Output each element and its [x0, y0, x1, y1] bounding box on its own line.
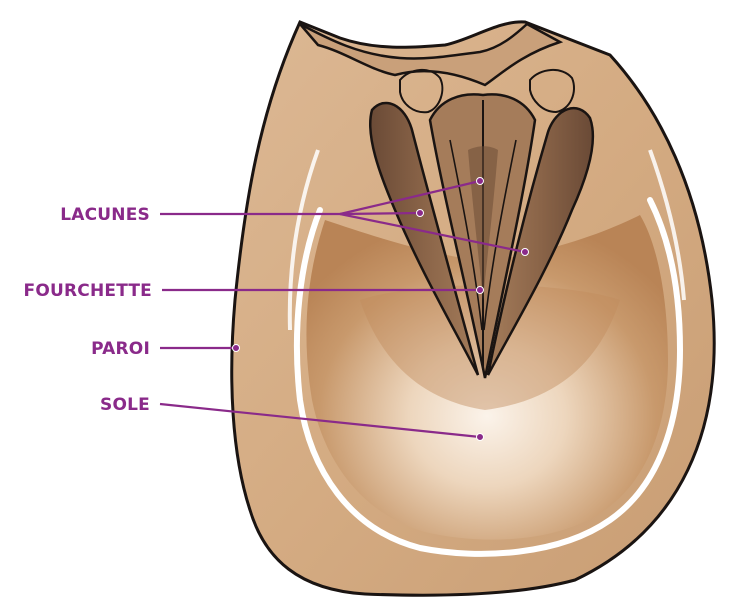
lacunes-dot-1 — [477, 178, 484, 185]
label-paroi: PAROI — [91, 339, 150, 359]
sole-dot — [477, 434, 484, 441]
label-sole: SOLE — [100, 395, 150, 415]
fourchette-dot — [477, 287, 484, 294]
paroi-dot — [233, 345, 240, 352]
lacunes-dot-2 — [417, 210, 424, 217]
label-fourchette: FOURCHETTE — [24, 281, 152, 301]
label-lacunes: LACUNES — [60, 205, 150, 225]
lacunes-dot-3 — [522, 249, 529, 256]
